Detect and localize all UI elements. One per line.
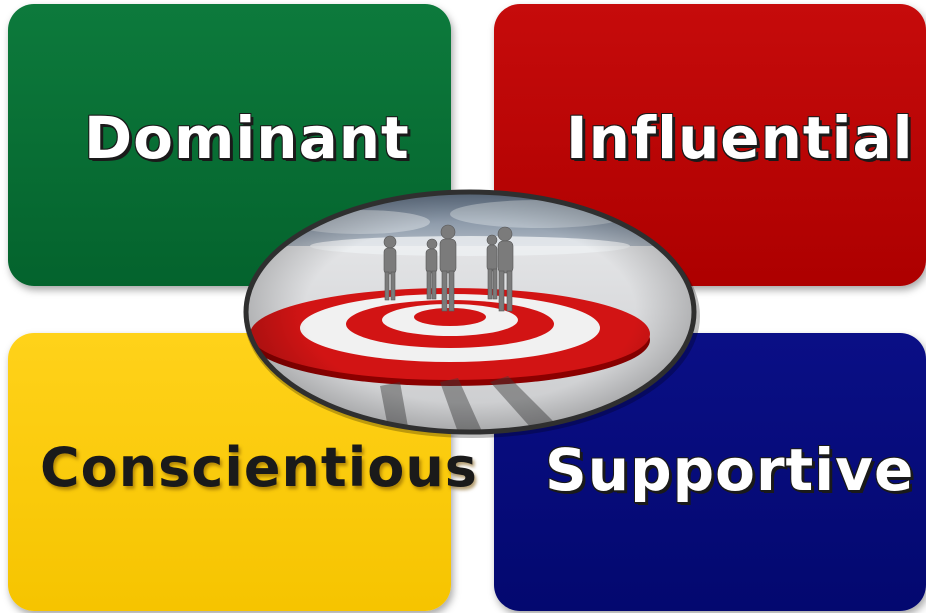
target-with-people-icon (243, 189, 700, 438)
influential-label: Influential (566, 104, 914, 172)
dominant-label: Dominant (84, 104, 410, 172)
conscientious-label: Conscientious (40, 436, 478, 499)
supportive-label: Supportive (545, 436, 915, 504)
